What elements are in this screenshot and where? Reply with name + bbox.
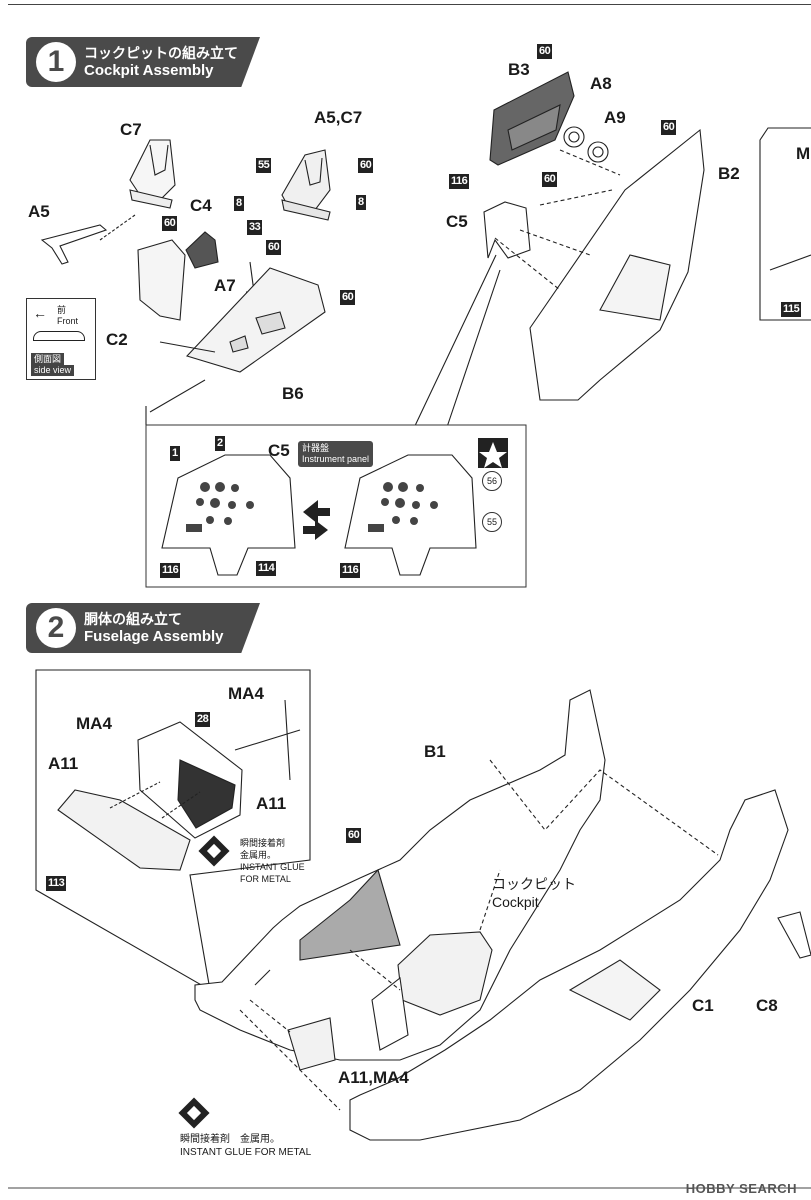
side-view-note: ← 前 Front 側面図 side view — [26, 298, 96, 380]
step-title-en: Fuselage Assembly — [84, 628, 224, 645]
glue-note-en: INSTANT GLUE FOR METAL — [180, 1147, 312, 1158]
cockpit-label-en: Cockpit — [492, 894, 539, 910]
instrument-panel-jp: 計器盤 — [302, 443, 330, 453]
part-label-a8: A8 — [590, 74, 612, 93]
color-code: 114 — [256, 561, 277, 576]
color-code: 8 — [234, 196, 244, 211]
part-label-a5-c7: A5,C7 — [314, 108, 363, 127]
color-code: 60 — [162, 216, 178, 231]
color-code: 33 — [247, 220, 263, 235]
color-code: 60 — [542, 172, 558, 187]
part-label-c7: C7 — [120, 120, 142, 139]
side-view-en: side view — [31, 365, 75, 376]
part-label-a11: A11 — [48, 754, 79, 773]
part-label-b2: B2 — [718, 164, 740, 183]
side-view-jp: 側面図 — [31, 353, 65, 366]
color-code: 116 — [160, 563, 181, 578]
step-2-header: 2 胴体の組み立て Fuselage Assembly — [26, 603, 260, 653]
color-code: 8 — [356, 195, 366, 210]
part-label-b3: B3 — [508, 60, 530, 79]
part-label-a11-ma4: A11,MA4 — [338, 1068, 409, 1087]
glue-note-jp: 瞬間接着剤 金属用。 — [180, 1134, 280, 1145]
color-code: 60 — [537, 44, 553, 59]
glue-note-jp: 瞬間接着剤 — [240, 838, 286, 848]
seat-side-icon — [33, 331, 85, 341]
glue-note-en2: FOR METAL — [240, 874, 291, 884]
color-code: 115 — [781, 302, 802, 317]
part-label-ma4: MA4 — [228, 684, 264, 703]
part-label-a11: A11 — [256, 794, 287, 813]
color-circle: 56 — [482, 471, 502, 491]
color-code: 60 — [266, 240, 282, 255]
cockpit-label-jp: コックピット — [492, 876, 576, 892]
part-label-c5: C5 — [446, 212, 468, 231]
part-label-b6: B6 — [282, 384, 304, 403]
color-code: 116 — [340, 563, 361, 578]
part-label-c8: C8 — [756, 996, 778, 1015]
arrow-left-icon: ← — [33, 305, 47, 321]
glue-note-jp2: 金属用。 — [240, 850, 277, 860]
color-code: 60 — [661, 120, 677, 135]
part-label-a9: A9 — [604, 108, 626, 127]
part-label-m: M — [796, 144, 811, 163]
color-code: 60 — [340, 290, 356, 305]
part-label-c2: C2 — [106, 330, 128, 349]
color-code: 113 — [46, 876, 67, 891]
part-label-c4: C4 — [190, 196, 212, 215]
front-label-jp: 前 — [57, 305, 67, 315]
step-1-header: 1 コックピットの組み立て Cockpit Assembly — [26, 37, 260, 87]
front-label-en: Front — [57, 316, 79, 326]
color-code: 60 — [346, 828, 362, 843]
watermark: HOBBY SEARCH — [685, 1181, 797, 1196]
part-label-a7: A7 — [214, 276, 236, 295]
part-label-b1: B1 — [424, 742, 446, 761]
step-number: 2 — [36, 608, 76, 648]
color-code: 116 — [449, 174, 470, 189]
top-rule — [8, 4, 811, 5]
color-code: 60 — [358, 158, 374, 173]
part-label-a5: A5 — [28, 202, 50, 221]
color-code: 28 — [195, 712, 211, 727]
step-title-jp: コックピットの組み立て — [84, 45, 238, 61]
color-circle: 55 — [482, 512, 502, 532]
part-label-c1: C1 — [692, 996, 714, 1015]
step-title-en: Cockpit Assembly — [84, 62, 214, 79]
glue-note-en1: INSTANT GLUE — [240, 862, 305, 872]
part-label-ma4: MA4 — [76, 714, 112, 733]
part-label-c5-panel: C5 — [268, 441, 290, 460]
step-number: 1 — [36, 42, 76, 82]
instrument-panel-tag: 計器盤 Instrument panel — [298, 441, 374, 467]
instrument-panel-en: Instrument panel — [302, 454, 370, 464]
color-code: 2 — [215, 436, 225, 451]
step-title-jp: 胴体の組み立て — [84, 611, 182, 627]
color-code: 1 — [170, 446, 180, 461]
color-code: 55 — [256, 158, 272, 173]
